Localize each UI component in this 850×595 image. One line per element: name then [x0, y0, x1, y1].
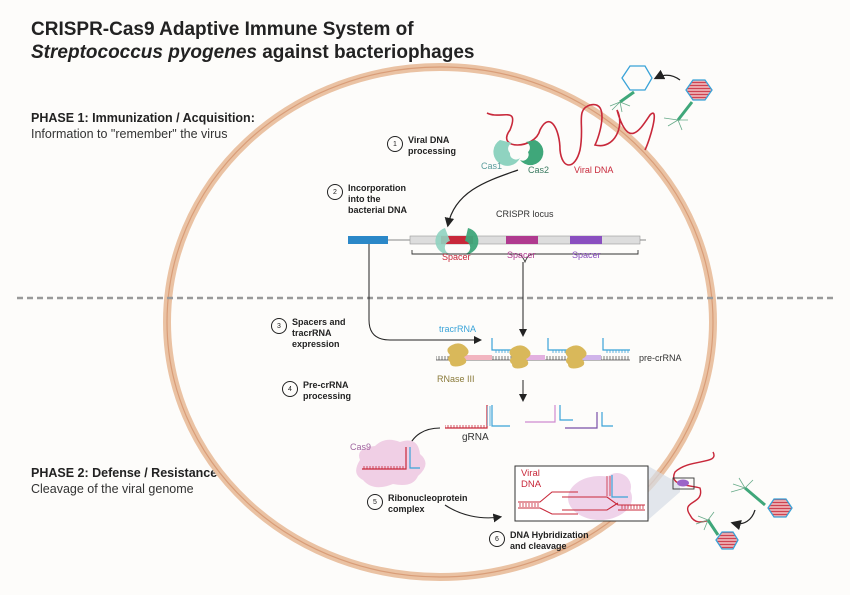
step-2-line-1: Incorporation	[348, 183, 406, 193]
inset-viral-dna-line-2: DNA	[521, 479, 542, 490]
step-3-line-2: tracrRNA	[292, 328, 332, 338]
step-1-line-1: Viral DNA	[408, 135, 450, 145]
spacer-label-3: Spacer	[572, 250, 601, 260]
step-6-number: 6	[489, 531, 505, 547]
spacer-purple	[570, 236, 602, 244]
step-4-line-1: Pre-crRNA	[303, 380, 349, 390]
crispr-locus-label: CRISPR locus	[496, 209, 554, 219]
cas1-label: Cas1	[481, 161, 503, 171]
title-line-2: Streptococcus pyogenes against bacteriop…	[31, 41, 474, 64]
cas2-label: Cas2	[528, 165, 550, 175]
phage-arrow-top	[653, 69, 681, 81]
phase-2-subtitle: Cleavage of the viral genome	[31, 482, 194, 496]
step-3-line-1: Spacers and	[292, 317, 346, 327]
phase-1-heading: PHASE 1: Immunization / Acquisition:	[31, 111, 255, 125]
inset-viral-dna-line-1: Viral	[521, 468, 540, 479]
figure-title: CRISPR-Cas9 Adaptive Immune System of St…	[31, 18, 474, 64]
viral-dna-label: Viral DNA	[574, 165, 614, 175]
injected-viral-dna	[672, 451, 715, 523]
cas2-protein	[520, 140, 544, 166]
title-line-1: CRISPR-Cas9 Adaptive Immune System of	[31, 19, 414, 40]
phase-2-block: PHASE 2: Defense / Resistance: Cleavage …	[31, 465, 221, 497]
tracr-gene	[348, 236, 388, 244]
species-name: Streptococcus pyogenes	[31, 42, 257, 63]
incorporation-arrow	[444, 169, 519, 228]
locus-brace	[411, 250, 639, 264]
rnase-iii-label: RNase III	[437, 374, 475, 384]
step-3-number: 3	[271, 318, 287, 334]
step-5-line-1: Ribonucleoprotein	[388, 493, 468, 503]
cell-membrane-inner	[166, 66, 714, 578]
step-5-line-2: complex	[388, 504, 425, 514]
grna-label: gRNA	[462, 432, 489, 443]
phage-infecting-top	[663, 79, 713, 131]
cas1-protein	[493, 140, 520, 166]
spacer-magenta	[506, 236, 538, 244]
cas2-on-locus	[462, 228, 479, 255]
rnp-to-inset-arrow	[444, 504, 503, 523]
pre-crrna-label: pre-crRNA	[639, 353, 682, 363]
step-2-number: 2	[327, 184, 343, 200]
title-line-2-rest: against bacteriophages	[256, 42, 475, 63]
phage-arrow-bottom	[730, 509, 756, 531]
phase-1-block: PHASE 1: Immunization / Acquisition: Inf…	[31, 110, 255, 142]
phage-infecting-bottom	[730, 477, 793, 518]
inset-zoom-cone	[648, 466, 680, 520]
grna-products	[445, 405, 613, 429]
step-6-line-2: and cleavage	[510, 541, 567, 551]
step-1-number: 1	[387, 136, 403, 152]
step-2-line-3: bacterial DNA	[348, 205, 408, 215]
tracrrna-label: tracrRNA	[439, 324, 477, 334]
step-2-line-2: into the	[348, 194, 381, 204]
phage-empty-top	[609, 65, 653, 113]
step-5-number: 5	[367, 494, 383, 510]
inset-marker	[672, 477, 695, 490]
cas9-protein	[356, 439, 426, 488]
phase-2-heading: PHASE 2: Defense / Resistance:	[31, 466, 222, 480]
phase-1-subtitle: Information to "remember" the virus	[31, 127, 228, 141]
spacer-label-2: Spacer	[507, 250, 536, 260]
step-1-line-2: processing	[408, 146, 457, 156]
cas9-label: Cas9	[350, 442, 372, 452]
step-4-number: 4	[282, 381, 298, 397]
tracr-expression-arrow	[368, 244, 482, 344]
spacer-red	[441, 236, 473, 244]
step-4-line-2: processing	[303, 391, 352, 401]
cas1-on-locus	[435, 228, 453, 255]
step-3-line-3: expression	[292, 339, 340, 349]
step-6-line-1: DNA Hybridization	[510, 530, 589, 540]
phage-injected-bottom	[695, 511, 739, 550]
viral-dna-strand	[486, 103, 655, 166]
rnase-iii-enzymes	[447, 343, 587, 369]
inset-viral-dna-label: Viral DNA	[521, 468, 541, 490]
spacer-label-1: Spacer	[442, 252, 471, 262]
